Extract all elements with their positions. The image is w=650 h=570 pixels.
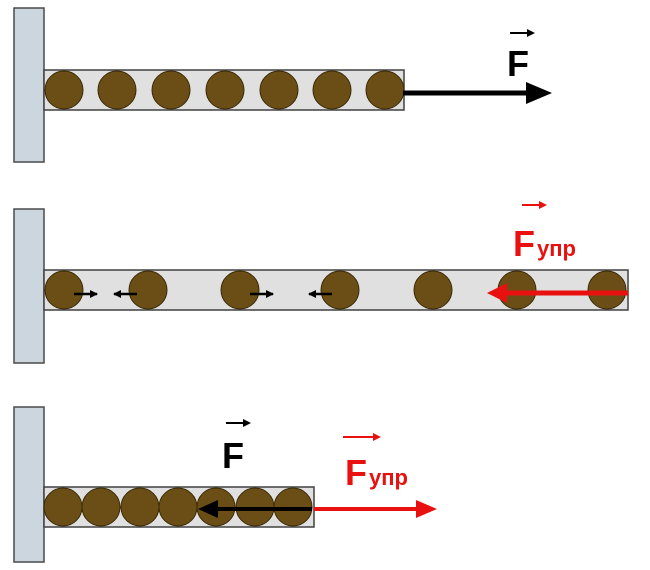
particles [44,270,627,310]
panel-stretched-elastic-force: Fупр [13,201,629,364]
elastic-force-arrow [314,500,437,518]
force-label-text: Fупр [513,223,576,264]
particle [259,70,299,110]
particle [81,487,121,527]
wall [13,406,45,563]
wall [13,7,45,163]
particle [120,487,160,527]
particle [128,270,168,310]
vector-arrow-head-icon [373,433,381,441]
particle [413,270,453,310]
particle [365,70,405,110]
force-label-f: F [222,419,251,476]
applied-force-arrow [198,500,312,518]
force-label-f-upr: Fупр [343,433,408,493]
vector-arrow-head-icon [539,201,547,209]
force-label-f-upr: Fупр [513,201,576,264]
panel-stretched-force-applied: F [13,7,552,163]
force-label-text: F [222,435,244,476]
force-label-f: F [507,29,535,84]
particle [44,70,84,110]
particle [320,270,360,310]
particle [97,70,137,110]
wall [13,208,45,364]
particle [587,270,627,310]
particle [205,70,245,110]
elastic-force-arrow [487,283,628,303]
particle [43,487,83,527]
panel-compressed: F Fупр [13,406,437,563]
particles [44,70,405,110]
force-label-text: Fупр [345,452,408,493]
particle [151,70,191,110]
vector-arrow-head-icon [527,29,535,37]
particle [220,270,260,310]
force-label-text: F [507,43,529,84]
vector-arrow-head-icon [243,419,251,427]
particle [312,70,352,110]
particle [158,487,198,527]
particle [44,270,84,310]
applied-force-arrow [403,82,552,104]
